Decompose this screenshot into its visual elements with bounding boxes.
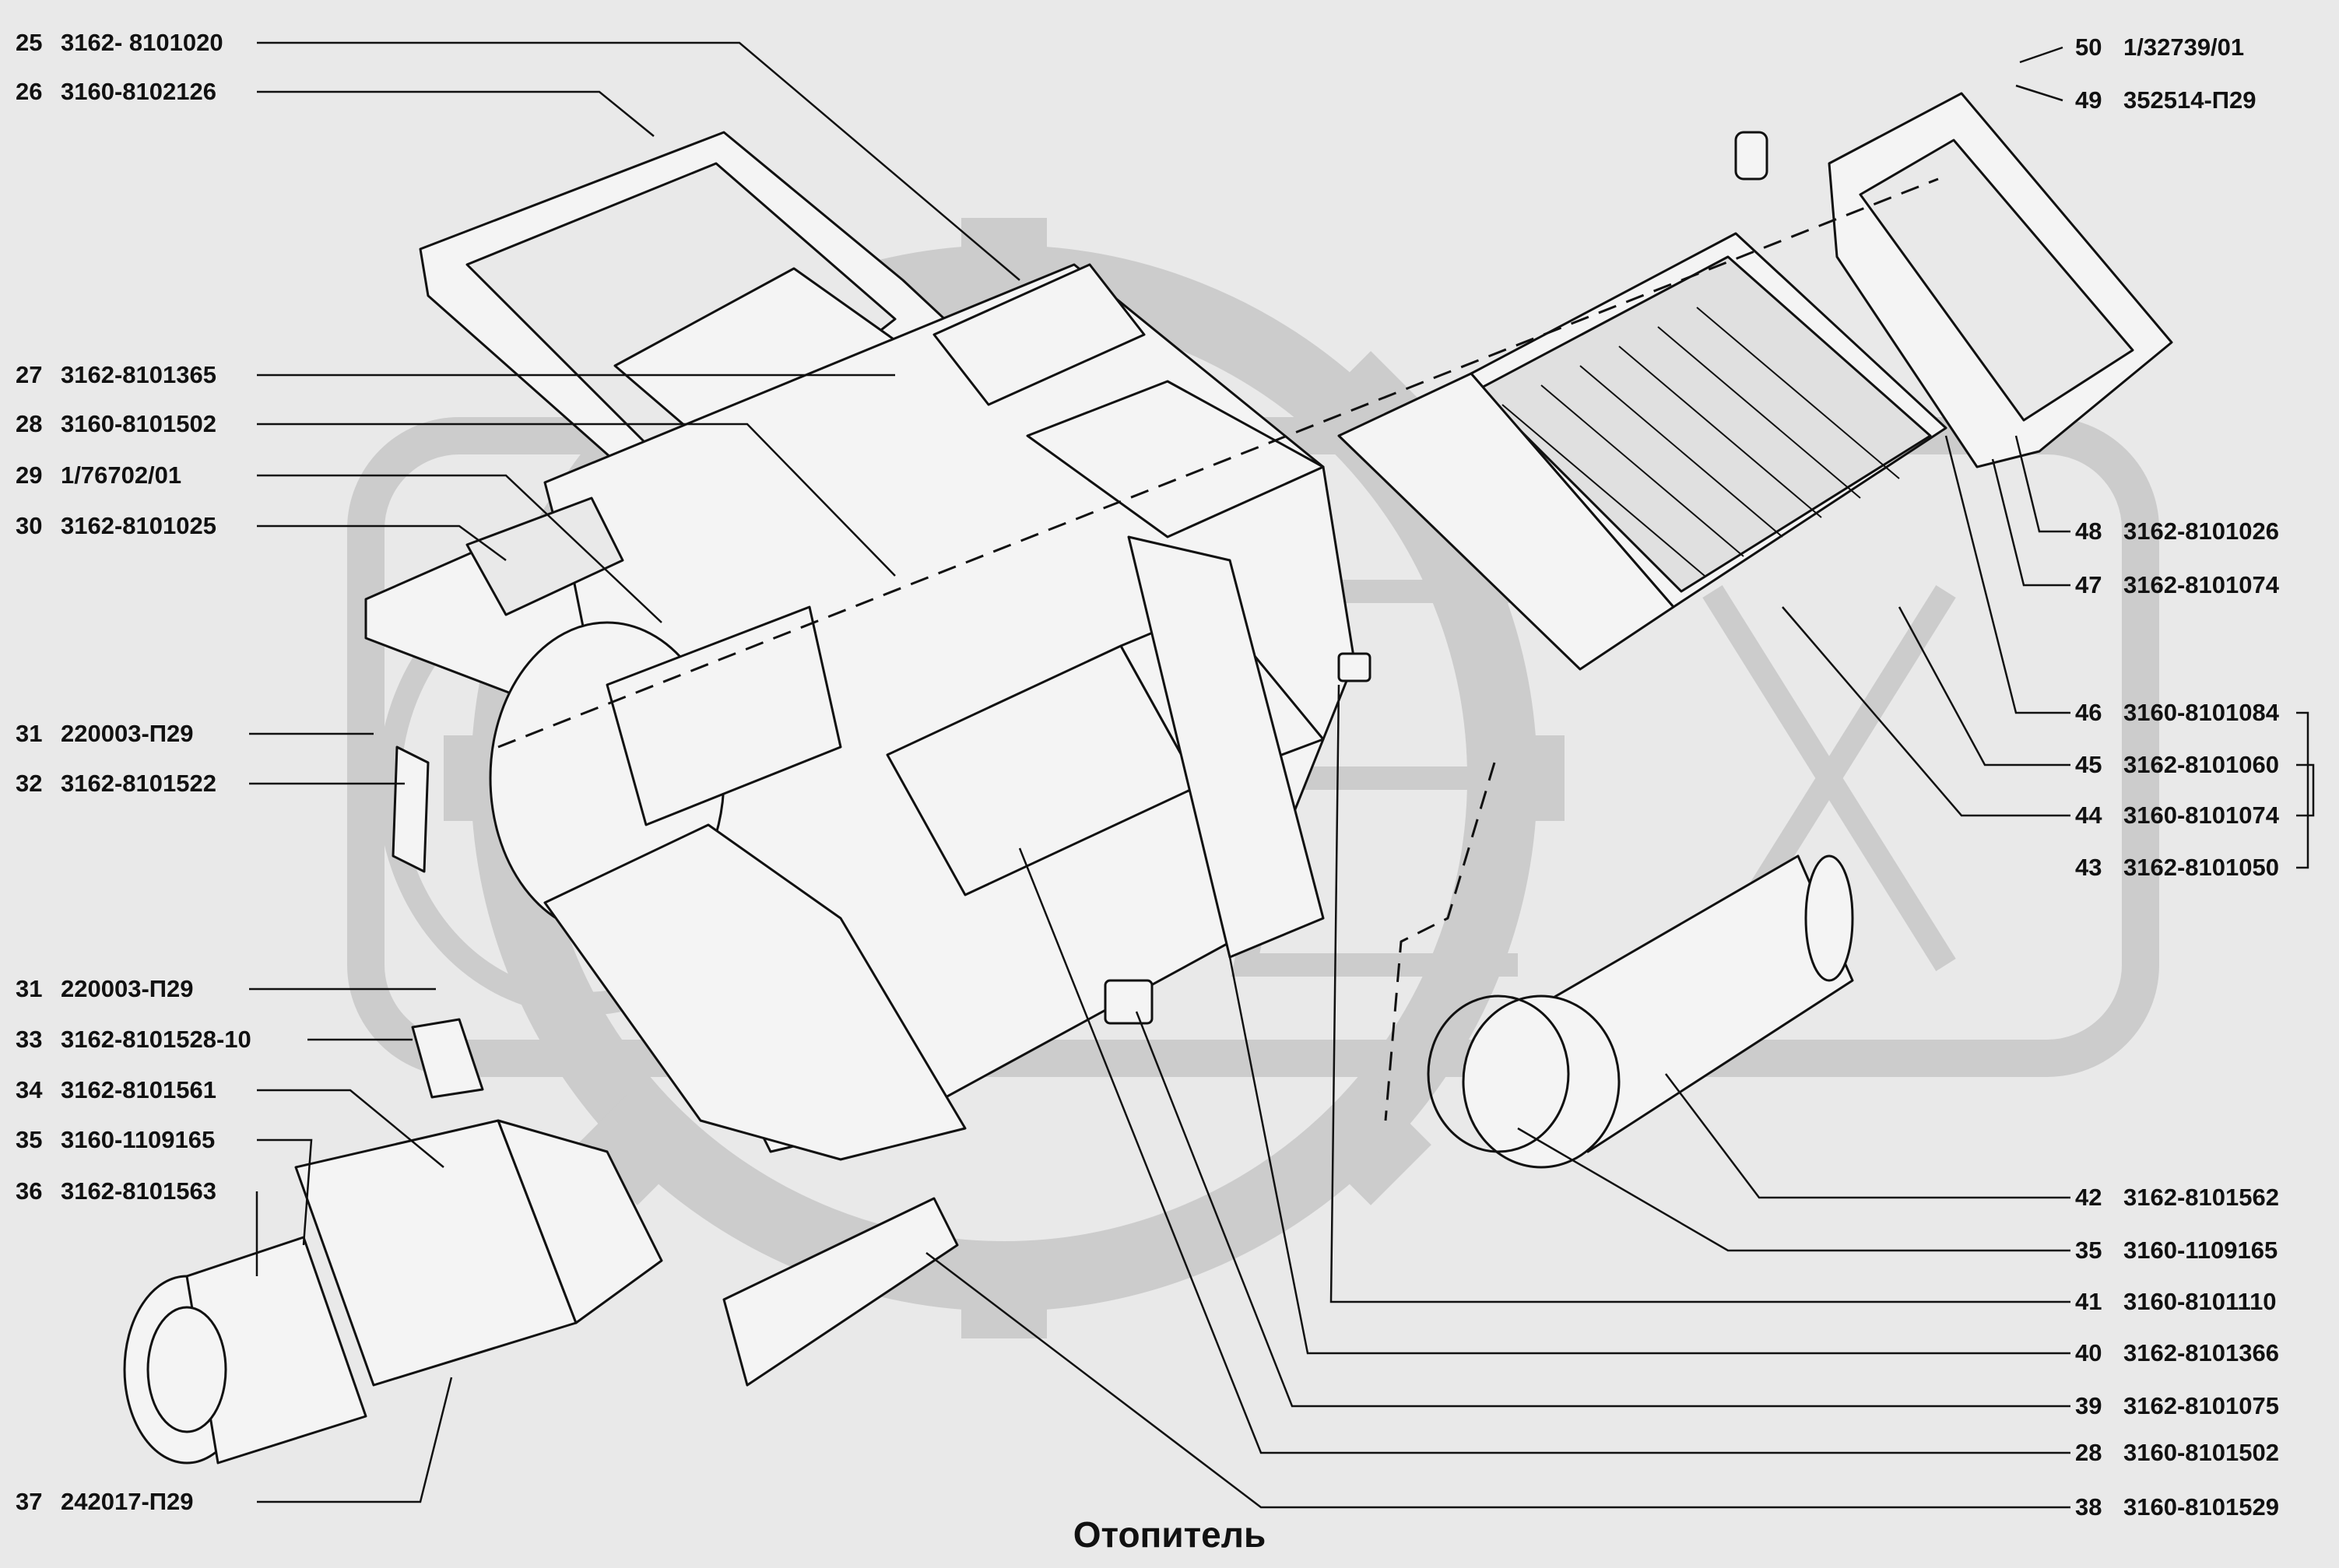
right-frame: [1828, 92, 2173, 468]
leader-lines: [249, 41, 2315, 1509]
heater-core: [1337, 131, 1947, 671]
filter-38: [722, 1197, 959, 1387]
duct-hose: [1427, 854, 1854, 1169]
parts: [123, 92, 2173, 1465]
blower-housing: [364, 496, 967, 1161]
diagram-caption: Отопитель: [1073, 1514, 1266, 1555]
left-outlet: [123, 1119, 663, 1465]
small-brackets: [392, 652, 1371, 1099]
